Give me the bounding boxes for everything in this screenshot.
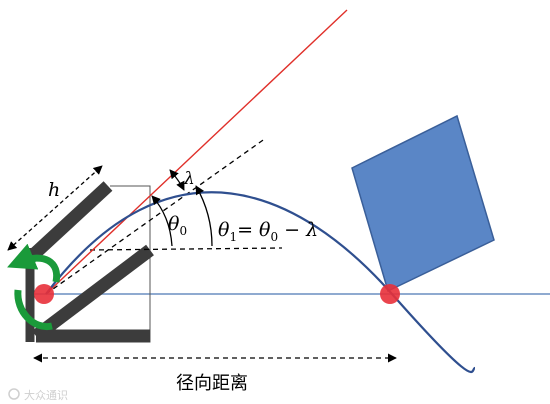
trajectory-curve: [45, 191, 476, 374]
theta0-label: θ0: [168, 213, 187, 238]
launcher-lower-bar: [32, 244, 154, 342]
spin-arrow-upper: [7, 243, 61, 283]
impact-point: [380, 284, 400, 304]
aim-line: [45, 9, 348, 295]
theta1-equation-label: θ1= θ0 − λ: [218, 219, 318, 244]
lambda-arc: [169, 169, 185, 191]
spin-arrow: [7, 243, 61, 331]
theta0-arc: [151, 195, 173, 247]
horizontal-reference: [89, 247, 283, 251]
radial-distance-label: 径向距离: [176, 373, 248, 394]
theta1-arc: [195, 185, 213, 247]
watermark-text: 大众通识: [24, 388, 68, 402]
h-dimension-arrow: [7, 165, 103, 251]
h-label: h: [48, 179, 60, 201]
watermark-icon: [8, 388, 20, 400]
lambda-label: λ: [183, 169, 195, 189]
spin-arrow-lower: [14, 289, 53, 331]
target-block: [351, 114, 495, 293]
watermark: 大众通识: [8, 388, 68, 402]
launch-point: [34, 284, 54, 304]
